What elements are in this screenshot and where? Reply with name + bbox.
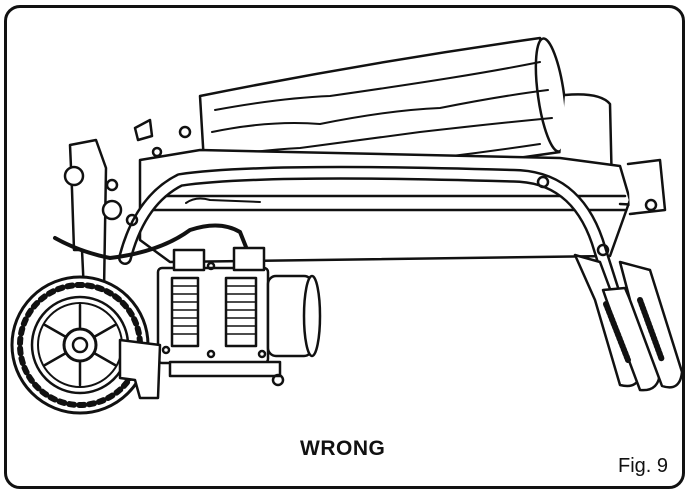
power-cable <box>53 223 250 260</box>
figure-caption: WRONG <box>300 437 386 460</box>
end-plate <box>63 138 123 294</box>
handle-grips <box>573 253 684 392</box>
wheel <box>10 275 150 415</box>
carry-handle <box>118 165 642 367</box>
base-bracket <box>118 338 162 400</box>
motor <box>156 246 322 387</box>
figure-label: Fig. 9 <box>618 455 669 477</box>
